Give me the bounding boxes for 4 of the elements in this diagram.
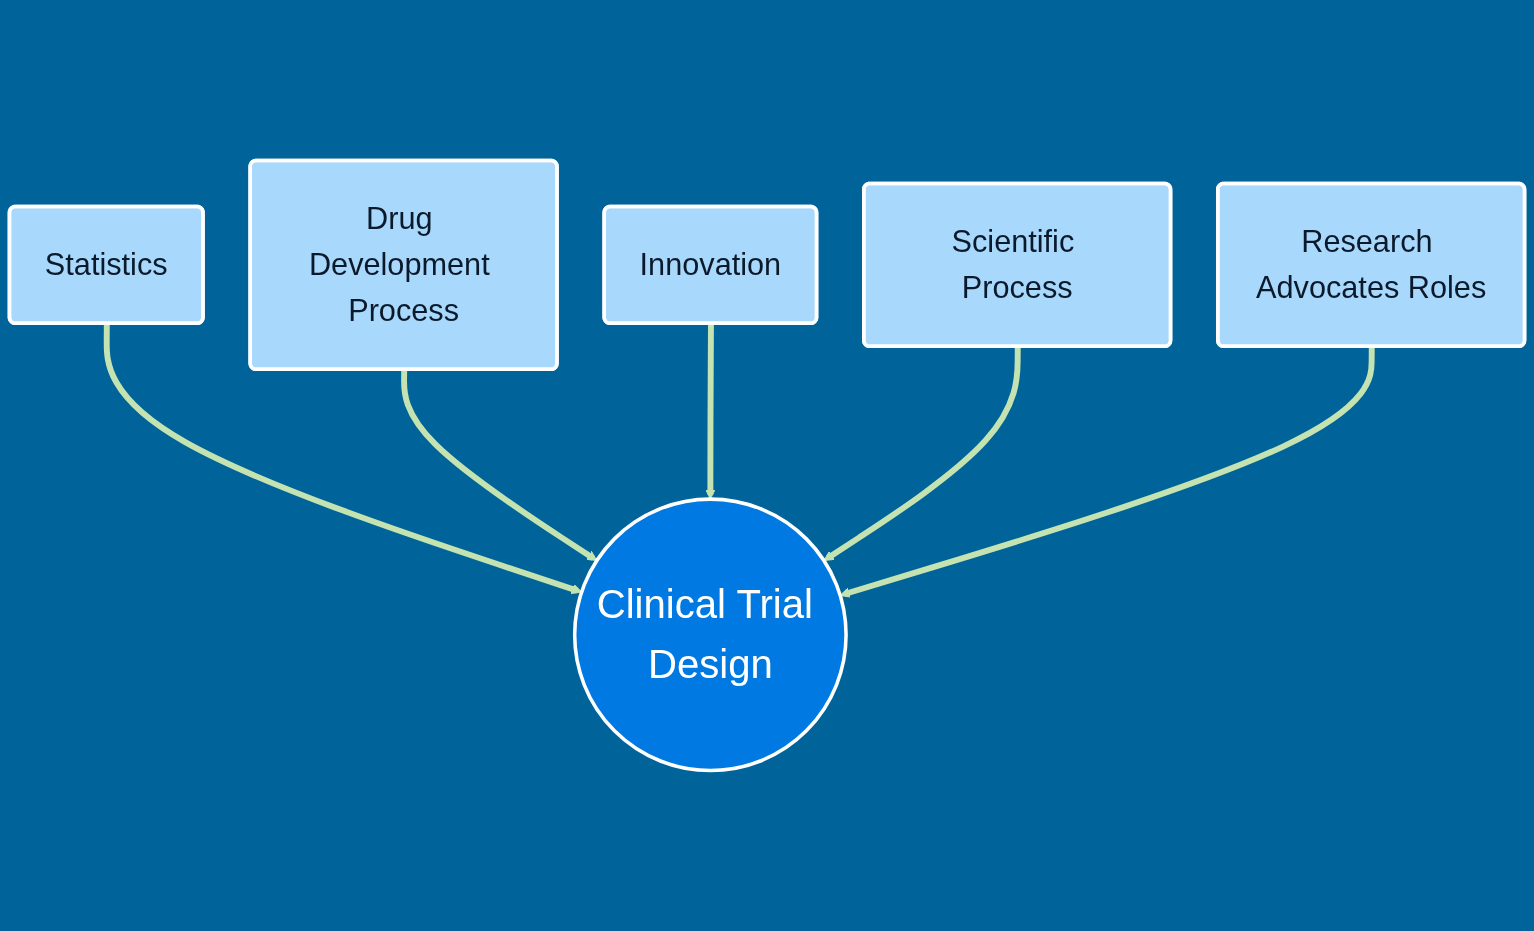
arrow [705,323,716,500]
node-circle: Clinical Trial Design [572,497,848,773]
arrow [823,346,1021,562]
arrow [401,369,598,562]
